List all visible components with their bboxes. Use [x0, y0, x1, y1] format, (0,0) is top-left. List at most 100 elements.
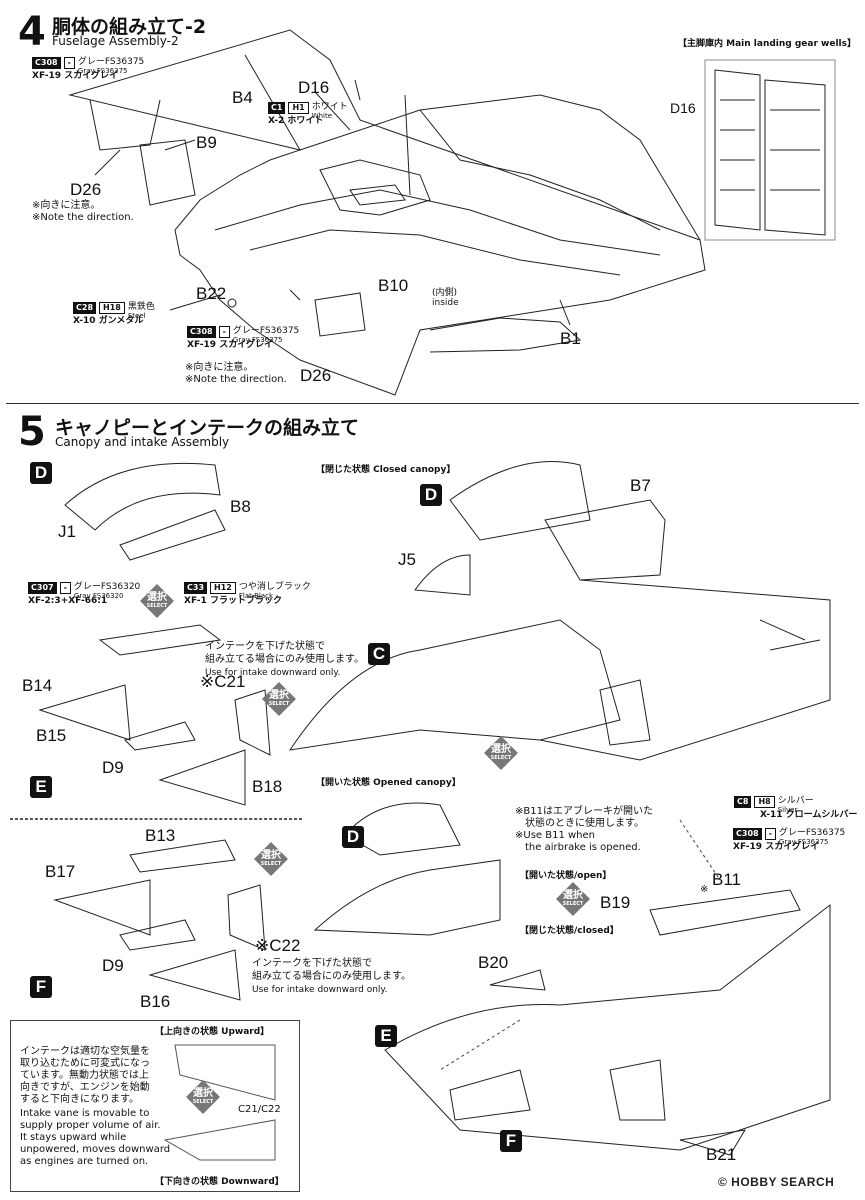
section-letter-d: D — [30, 462, 52, 484]
section-letter-d: D — [420, 484, 442, 506]
paint-mix-name: X-10 ガンメタル — [73, 316, 144, 326]
intake-note-jp: 組み立てる場合にのみ使用します。 — [252, 971, 411, 982]
downward-label: 【下向きの状態 Downward】 — [155, 1177, 284, 1187]
step-title: キャノピーとインテークの組み立て — [55, 417, 360, 439]
note-direction-en: ※Note the direction. — [32, 212, 134, 223]
select-badge: 選択 SELECT — [140, 584, 174, 618]
intake-note-jp: インテークを下げた状態で — [205, 641, 325, 652]
part-label-b16: B16 — [140, 992, 171, 1011]
intake-vane-box — [10, 1020, 300, 1192]
paint-name-jp: つや消しブラック — [238, 582, 311, 592]
select-badge: 選択 SELECT — [186, 1080, 220, 1114]
select-diamond-icon — [254, 842, 288, 876]
closed-label: 【閉じた状態/closed】 — [520, 926, 619, 936]
step-title: 胴体の組み立て-2 — [52, 16, 207, 38]
part-label-d9-f: D9 — [102, 956, 124, 975]
closed-canopy-label: 【閉じた状態 Closed canopy】 — [316, 465, 456, 475]
section-letter-e: E — [30, 776, 52, 798]
part-label-c22: ※C22 — [255, 936, 301, 955]
paint-spec-c308-b: C308 - グレーFS36375 Gray FS36375 — [187, 326, 299, 344]
part-label-d9: D9 — [102, 758, 124, 777]
paint-spec-c28: C28 H18 黒鉄色 Steel — [73, 302, 155, 320]
paint-code: C28 — [73, 302, 97, 314]
select-badge: 選択 SELECT — [262, 682, 296, 716]
paint-name-jp: グレーFS36320 — [73, 582, 141, 592]
paint-code: C308 — [733, 828, 762, 840]
paint-name-jp: グレーFS36375 — [778, 828, 846, 838]
paint-name-en: Gray FS36375 — [77, 67, 128, 75]
paint-name-en: Steel — [127, 312, 146, 320]
paint-h-code: - — [764, 828, 776, 840]
intake-note-en: Use for intake downward only. — [205, 668, 341, 678]
paint-code: C308 — [32, 57, 61, 69]
select-diamond-icon — [262, 682, 296, 716]
paint-name-jp: シルバー — [777, 796, 814, 806]
part-label-b8: B8 — [230, 497, 251, 516]
step-number: 4 — [18, 9, 46, 55]
paint-mix-name: XF-19 スカイグレイ — [187, 340, 274, 350]
part-label-d16-wells: D16 — [670, 100, 696, 116]
select-diamond-icon — [186, 1080, 220, 1114]
wells-label: 【主脚庫内 Main landing gear wells】 — [678, 39, 857, 49]
paint-spec-c308: C308 - グレーFS36375 Gray FS36375 — [32, 57, 144, 75]
paint-mix-name: XF-1 フラットブラック — [184, 596, 282, 606]
part-label-b18: B18 — [252, 777, 283, 796]
paint-name-en: Silver — [777, 806, 798, 814]
airbrake-note-jp: ※B11はエアブレーキが開いた — [515, 806, 653, 817]
part-label-b14: B14 — [22, 676, 53, 695]
select-badge: 選択 SELECT — [484, 736, 518, 770]
part-label-j1: J1 — [58, 522, 76, 541]
paint-name-jp: グレーFS36375 — [77, 57, 145, 67]
paint-name-jp: 黒鉄色 — [127, 302, 155, 312]
intake-note-en: Use for intake downward only. — [252, 985, 388, 995]
paint-name-en: Gray FS36375 — [232, 336, 283, 344]
paint-mix-name: XF-19 スカイグレイ — [32, 71, 119, 81]
part-label-d26: D26 — [70, 180, 102, 199]
paint-name-en: Flat Black — [238, 592, 274, 600]
part-label-b22: B22 — [196, 284, 227, 303]
step-subtitle: Fuselage Assembly-2 — [52, 34, 179, 48]
airbrake-note-jp: 状態のときに使用します。 — [525, 818, 644, 829]
part-label-j5: J5 — [398, 550, 416, 569]
intake-note-jp: 組み立てる場合にのみ使用します。 — [205, 654, 364, 665]
paint-spec-c308: C308 - グレーFS36375 Gray FS36375 — [733, 828, 845, 846]
inside-label-en: inside — [432, 298, 459, 308]
section-separator — [10, 818, 302, 820]
part-label-b1: B1 — [560, 329, 581, 348]
note-direction-en: ※Note the direction. — [185, 374, 287, 385]
step-subtitle: Canopy and intake Assembly — [55, 435, 230, 449]
part-label-b13: B13 — [145, 826, 176, 845]
part-label-b15: B15 — [36, 726, 67, 745]
paint-name-en: Gray FS36375 — [778, 838, 829, 846]
paint-code: C1 — [268, 102, 286, 114]
paint-name-jp: グレーFS36375 — [232, 326, 300, 336]
section-letter-f: F — [500, 1130, 522, 1152]
select-badge: 選択 SELECT — [254, 842, 288, 876]
paint-h-code: - — [59, 582, 71, 594]
paint-h-code: H1 — [288, 102, 309, 114]
paint-h-code: H12 — [210, 582, 236, 594]
vane-note-jp: インテークは適切な空気量を 取り込むために可変式になっ ています。無動力状態では… — [20, 1046, 150, 1105]
note-direction-jp: ※向きに注意。 — [32, 200, 101, 211]
part-label-b9: B9 — [196, 133, 217, 152]
paint-h-code: H18 — [99, 302, 125, 314]
b11-asterisk: ※ — [700, 884, 709, 895]
select-badge: 選択 SELECT — [556, 882, 590, 916]
paint-h-code: - — [218, 326, 230, 338]
paint-mix-name: X-2 ホワイト — [268, 116, 324, 126]
paint-name-en: White — [311, 112, 333, 120]
paint-h-code: H8 — [754, 796, 775, 808]
inside-label-jp: (内側) — [432, 288, 458, 298]
paint-code: C33 — [184, 582, 208, 594]
opened-canopy-label: 【開いた状態 Opened canopy】 — [316, 778, 461, 788]
upward-label: 【上向きの状態 Upward】 — [155, 1027, 270, 1037]
paint-mix-name: X-11 クロームシルバー — [760, 810, 858, 820]
note-direction-jp: ※向きに注意。 — [185, 362, 254, 373]
select-diamond-icon — [140, 584, 174, 618]
section-divider — [6, 403, 859, 404]
paint-spec-c33: C33 H12 つや消しブラック Flat Black — [184, 582, 311, 600]
paint-spec-c1: C1 H1 ホワイト White — [268, 102, 348, 120]
watermark: © HOBBY SEARCH — [718, 1175, 835, 1189]
part-label-b20: B20 — [478, 953, 509, 972]
part-label-b10: B10 — [378, 276, 409, 295]
